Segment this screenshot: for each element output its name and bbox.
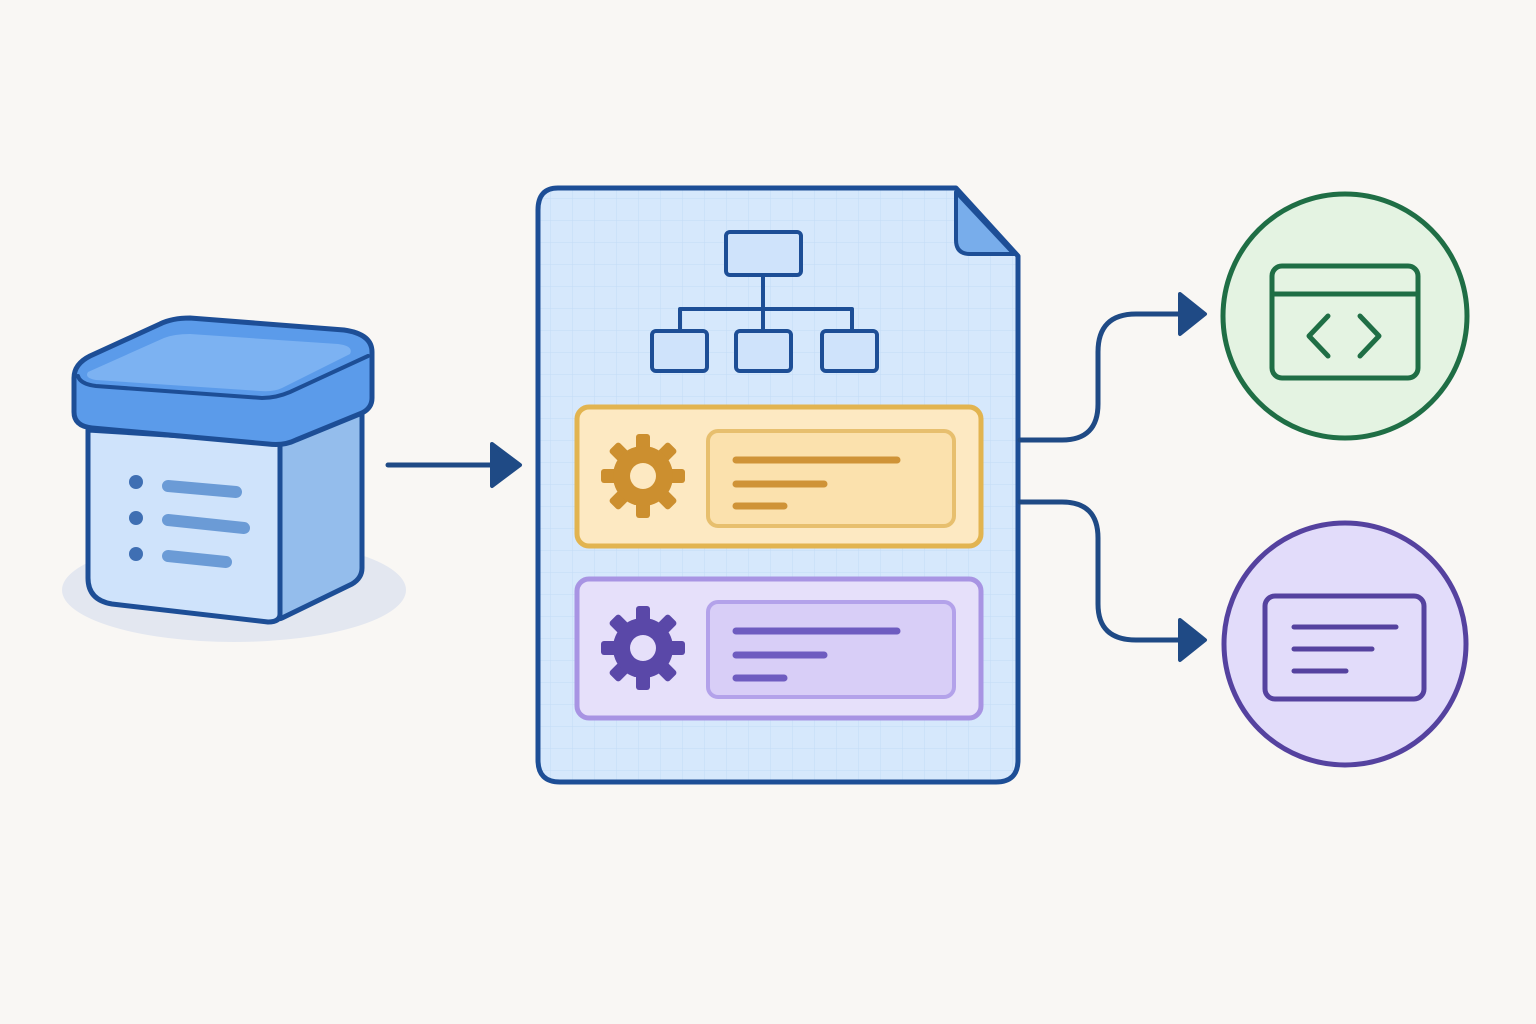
box-lid-edge: [76, 354, 370, 401]
hierarchy-tree-icon: [650, 230, 879, 373]
output-code-node: [1220, 191, 1470, 441]
list-line: [162, 480, 242, 498]
output-connector-bottom: [1017, 499, 1207, 662]
schema-document: [535, 185, 1021, 785]
code-window-icon: [1269, 263, 1421, 381]
list-line: [162, 550, 232, 568]
config-block-secondary: [574, 576, 984, 721]
config-text-lines: [732, 456, 901, 510]
gear-icon: [601, 434, 685, 518]
box-list: [129, 475, 250, 568]
document-fold: [954, 190, 1016, 256]
config-text-panel: [706, 600, 956, 699]
arrowhead: [1178, 292, 1207, 336]
source-storage-box: [62, 315, 406, 642]
config-text-panel: [706, 429, 956, 528]
config-text-lines: [732, 627, 901, 682]
arrowhead: [490, 442, 522, 488]
text-card-icon: [1262, 593, 1427, 702]
list-bullet: [129, 475, 143, 489]
gear-icon: [601, 606, 685, 690]
list-line: [162, 514, 250, 534]
output-connector-top: [1017, 292, 1207, 443]
document-outline: [535, 185, 1021, 785]
list-bullet: [129, 547, 143, 561]
output-text-node: [1221, 520, 1469, 768]
input-arrow: [385, 442, 522, 488]
list-bullet: [129, 511, 143, 525]
arrowhead: [1178, 618, 1207, 662]
box-lid-highlight: [87, 334, 351, 392]
config-block-primary: [574, 404, 984, 549]
